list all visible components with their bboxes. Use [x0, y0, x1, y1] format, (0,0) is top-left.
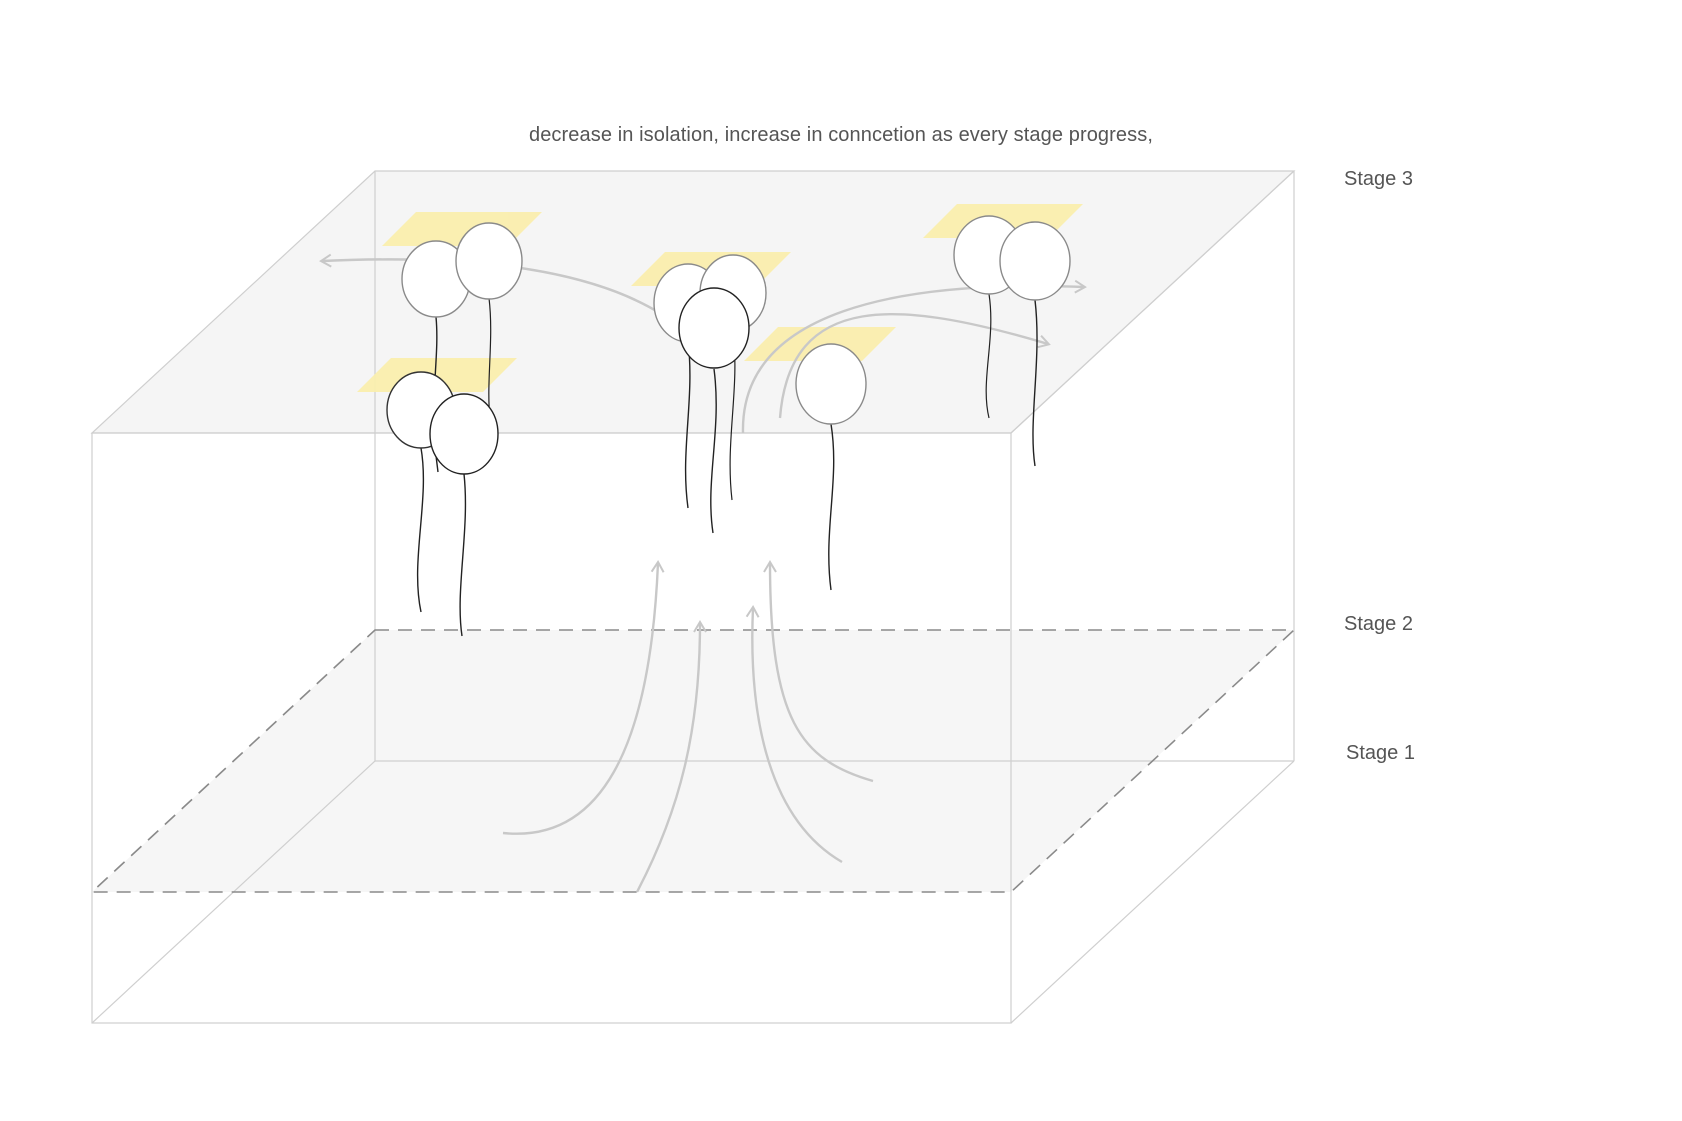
balloon-group-top-left: [401, 222, 523, 473]
pad-middle: [744, 327, 896, 361]
balloon: [795, 343, 867, 425]
balloon: [429, 393, 499, 475]
rising-arrow-3: [745, 605, 843, 864]
balloon-group-center: [653, 254, 767, 534]
balloon: [455, 222, 523, 300]
rising-arrow-1: [502, 560, 665, 835]
rising-arrow-4: [763, 560, 874, 783]
box-edges: [91, 170, 1295, 1024]
diagram-caption: decrease in isolation, increase in connc…: [528, 124, 1153, 146]
stage3-label: Stage 3: [1344, 168, 1413, 190]
rising-arrows: [502, 560, 874, 893]
rising-arrow-2: [635, 620, 707, 893]
stage1-label: Stage 1: [1346, 742, 1415, 764]
balloon-group-middle: [795, 343, 867, 591]
balloon: [999, 221, 1071, 301]
balloon-group-lower-left: [386, 371, 499, 637]
stage2-dashed-outline: [89, 629, 1297, 893]
balloon-group-right: [953, 215, 1071, 467]
stage2-label: Stage 2: [1344, 613, 1413, 635]
balloons: [386, 215, 1071, 637]
balloon: [678, 287, 750, 369]
